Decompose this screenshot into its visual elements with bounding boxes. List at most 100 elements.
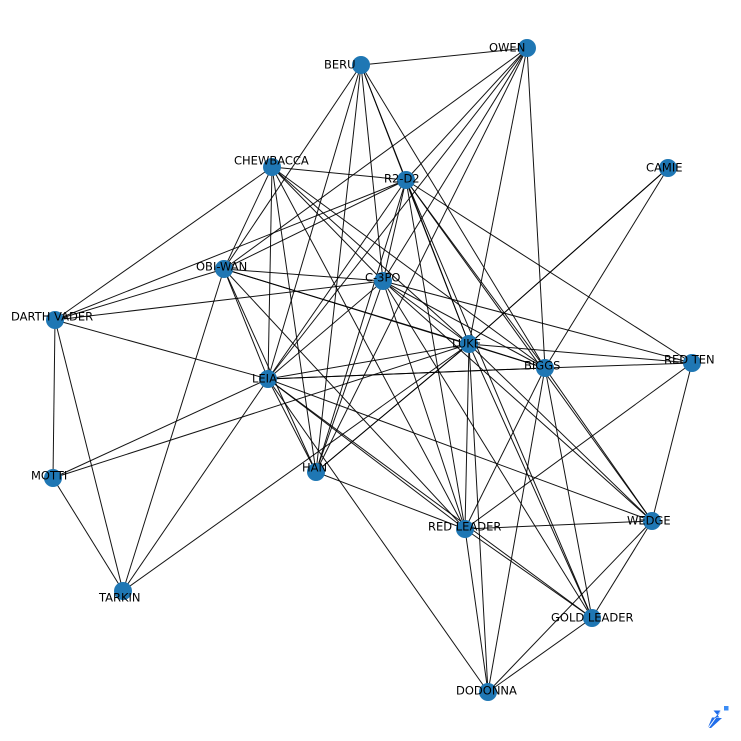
nodes-layer (44, 39, 701, 701)
graph-edge (267, 378, 593, 619)
graph-edge (464, 528, 489, 693)
graph-edge (52, 477, 124, 592)
graph-edge (487, 367, 546, 693)
graph-node-label: C-3PO (365, 271, 400, 285)
graph-node[interactable] (44, 469, 62, 487)
graph-edge (382, 280, 693, 364)
graph-edge (223, 268, 384, 282)
graph-node[interactable] (683, 354, 701, 372)
graph-edge (464, 367, 546, 530)
graph-edge (267, 343, 470, 380)
graph-node[interactable] (583, 609, 601, 627)
graph-node[interactable] (215, 260, 233, 278)
graph-edge (360, 64, 546, 369)
graph-node-label: RED LEADER (428, 520, 501, 534)
graph-node[interactable] (479, 683, 497, 701)
edges-layer (52, 47, 693, 693)
graph-edge (468, 167, 669, 345)
graph-edge (271, 166, 470, 345)
graph-node[interactable] (307, 463, 325, 481)
graph-node-label: CHEWBACCA (234, 154, 309, 168)
graph-edge (223, 268, 269, 380)
graph-node[interactable] (374, 272, 392, 290)
graph-node-label: GOLD LEADER (551, 611, 634, 625)
graph-edge (223, 179, 407, 270)
labels-layer: BERUOWENCHEWBACCAR2-D2CAMIEOBI-WANC-3POD… (11, 41, 715, 698)
graph-edge (271, 166, 384, 282)
graph-edge (382, 280, 546, 369)
graph-edge (544, 367, 653, 522)
graph-edge (267, 179, 407, 380)
graph-edge (360, 64, 384, 282)
graph-node-label: DARTH VADER (11, 310, 93, 324)
graph-edge (591, 520, 653, 619)
graph-edge (315, 179, 407, 473)
graph-edge (267, 378, 653, 522)
graph-edge (544, 367, 593, 619)
graph-edge (223, 64, 362, 270)
graph-node[interactable] (114, 582, 132, 600)
graph-edge (315, 343, 470, 473)
graph-edge (271, 166, 466, 530)
graph-edge (651, 362, 693, 522)
graph-edge (405, 179, 653, 522)
graph-edge (267, 378, 489, 693)
graph-edge (54, 268, 225, 321)
graph-edge (267, 378, 466, 530)
graph-edge (122, 268, 225, 592)
graph-edge (267, 280, 384, 380)
graph-node-label: MOTTI (31, 469, 67, 483)
graph-edge (223, 166, 273, 270)
graph-node[interactable] (518, 39, 536, 57)
graph-edge (360, 47, 528, 66)
graph-node[interactable] (397, 171, 415, 189)
graph-node-label: BIGGS (524, 359, 560, 373)
graph-edge (315, 280, 384, 473)
graph-node-label: R2-D2 (384, 172, 420, 186)
graph-node[interactable] (352, 56, 370, 74)
graph-edge (122, 378, 269, 592)
graph-node[interactable] (659, 159, 677, 177)
graph-node[interactable] (259, 370, 277, 388)
graph-edge (267, 166, 273, 380)
graph-node[interactable] (643, 512, 661, 530)
graph-edge (487, 617, 593, 693)
graph-node[interactable] (456, 520, 474, 538)
graph-edge (468, 343, 693, 364)
graph-edge (122, 343, 470, 592)
graph-edge (54, 179, 407, 321)
graph-edge (464, 343, 470, 530)
graph-edge (382, 280, 470, 345)
graph-edge (54, 280, 384, 321)
graph-node[interactable] (460, 335, 478, 353)
graph-node-label: LEIA (252, 372, 277, 386)
graph-node[interactable] (536, 359, 554, 377)
graph-edge (52, 319, 56, 479)
graph-edge (223, 268, 466, 530)
graph-node[interactable] (46, 311, 64, 329)
graph-edge (315, 471, 466, 530)
graph-edge (405, 179, 470, 345)
graph-node-label: TARKIN (98, 591, 141, 605)
graph-edge (468, 343, 546, 369)
graph-edge (544, 167, 669, 369)
graph-node[interactable] (263, 158, 281, 176)
graph-node-label: OBI-WAN (196, 260, 247, 274)
graph-node-label: CAMIE (646, 161, 682, 175)
graph-edge (464, 528, 593, 619)
graph-node-label: WEDGE (627, 514, 671, 528)
graph-edge (315, 47, 528, 473)
graph-edge (54, 319, 269, 380)
plotly-logo (708, 706, 729, 728)
graph-edge (382, 280, 653, 522)
graph-edge (267, 378, 317, 473)
graph-edge (54, 166, 273, 321)
graph-edge (382, 280, 466, 530)
graph-node-label: RED TEN (664, 353, 715, 367)
graph-edge (405, 179, 693, 364)
graph-edge (52, 378, 269, 479)
graph-edge (271, 166, 407, 181)
graph-node-label: DODONNA (456, 684, 517, 698)
graph-edge (405, 179, 593, 619)
